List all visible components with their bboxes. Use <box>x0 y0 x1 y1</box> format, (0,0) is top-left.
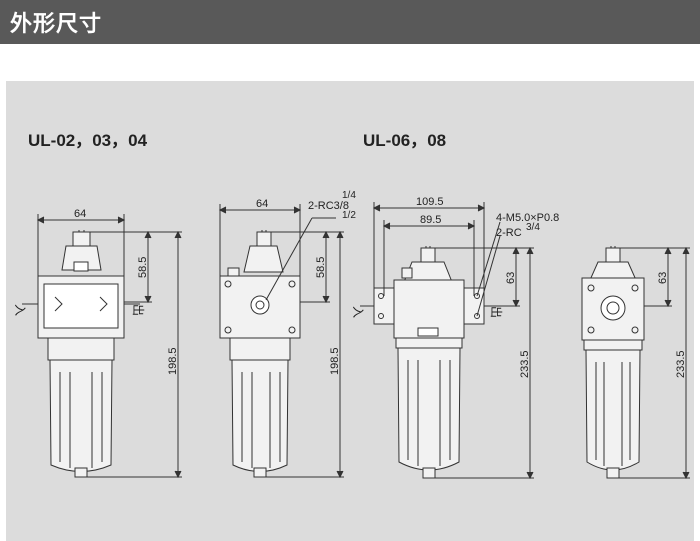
dim-width-1: 64 <box>74 208 86 220</box>
dim-height-1: 198.5 <box>167 347 179 375</box>
drawing-3-front-view <box>360 202 534 480</box>
flow-out-1: 出 <box>131 304 145 316</box>
dim-top-1: 58.5 <box>137 257 149 278</box>
flow-in-1: 入 <box>13 304 27 316</box>
flow-out-3: 出 <box>489 306 503 318</box>
model-label-large: UL-06，08 <box>363 131 447 150</box>
port-size-c: 1/2 <box>342 210 356 221</box>
drawing-4-rear-view <box>581 246 690 480</box>
port-spec-3: 2-RC <box>496 227 522 239</box>
bolt-spec-3: 4-M5.0×P0.8 <box>496 212 559 224</box>
dim-inner-3: 89.5 <box>420 214 441 226</box>
drawing-2-rear-view <box>218 204 344 479</box>
port-spec-2: 2-RC3/8 <box>308 200 349 212</box>
dim-outer-3: 109.5 <box>416 196 444 208</box>
flow-in-3: 入 <box>351 306 365 318</box>
section-header: 外形尺寸 <box>0 0 700 44</box>
dim-height-2: 198.5 <box>329 347 341 375</box>
dim-width-2: 64 <box>256 198 268 210</box>
drawing-1-front-view <box>22 214 182 479</box>
dim-top-4: 63 <box>657 272 669 284</box>
port-size-a: 1/4 <box>342 190 356 201</box>
dim-top-3: 63 <box>505 272 517 284</box>
dim-top-2: 58.5 <box>315 257 327 278</box>
dim-height-3: 233.5 <box>519 350 531 378</box>
dim-height-4: 233.5 <box>675 350 687 378</box>
port-size-3: 3/4 <box>526 222 540 233</box>
section-title: 外形尺寸 <box>10 12 103 37</box>
model-label-small: UL-02，03，04 <box>28 131 148 150</box>
